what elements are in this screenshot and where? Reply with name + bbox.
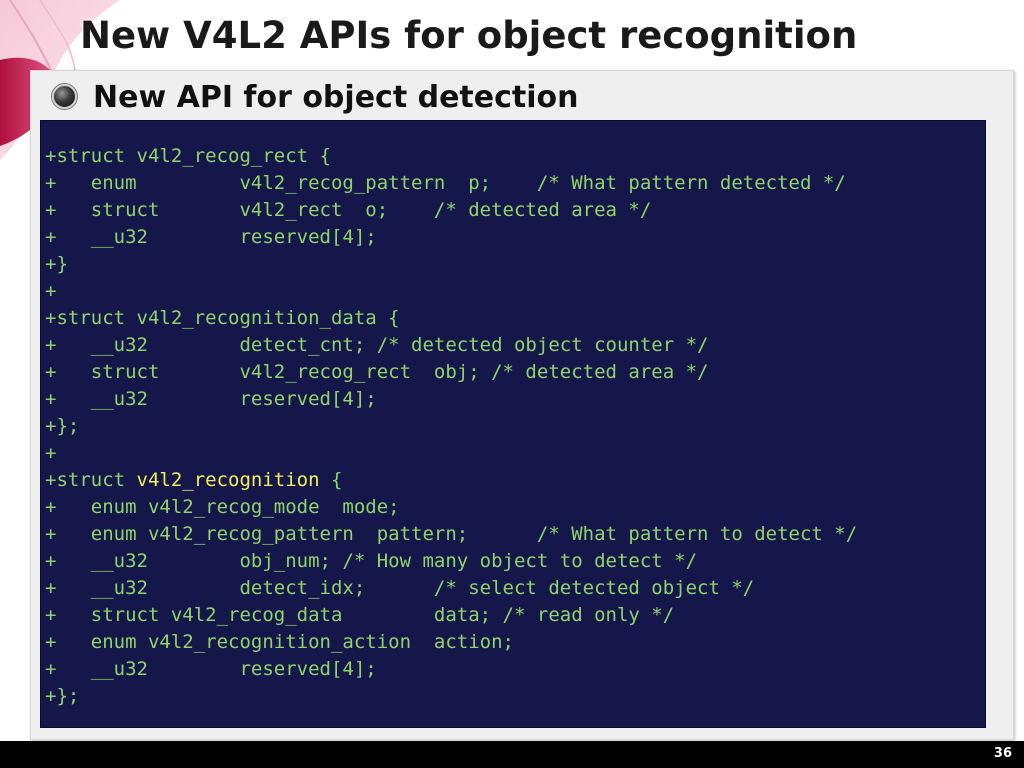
code-line: + __u32 reserved[4]; (45, 226, 377, 248)
code-line: + enum v4l2_recog_pattern p; /* What pat… (45, 172, 846, 194)
code-line: + (45, 442, 57, 464)
highlighted-struct-name: v4l2_recognition (136, 469, 320, 491)
code-line: +}; (45, 415, 80, 437)
bullet-icon (52, 84, 77, 109)
footer-bar: 36 (0, 741, 1024, 768)
code-line: + struct v4l2_recog_data data; /* read o… (45, 604, 675, 626)
code-line: +struct v4l2_recognition_data { (45, 307, 400, 329)
code-block: +struct v4l2_recog_rect { + enum v4l2_re… (40, 120, 986, 728)
code-line-highlighted: +struct v4l2_recognition { (45, 467, 985, 494)
code-segment: +struct (45, 469, 137, 491)
code-line: +} (45, 253, 68, 275)
slide-title: New V4L2 APIs for object recognition (80, 14, 858, 57)
code-line: + enum v4l2_recognition_action action; (45, 631, 514, 653)
code-line: + struct v4l2_recog_rect obj; /* detecte… (45, 361, 709, 383)
code-line: + __u32 reserved[4]; (45, 388, 377, 410)
code-line: + __u32 detect_idx; /* select detected o… (45, 577, 755, 599)
slide-subtitle: New API for object detection (93, 80, 579, 115)
code-line: + __u32 reserved[4]; (45, 658, 377, 680)
code-line: +}; (45, 685, 80, 707)
code-line: + (45, 280, 57, 302)
code-line: + enum v4l2_recog_mode mode; (45, 496, 400, 518)
page-number: 36 (993, 746, 1012, 761)
code-line: + struct v4l2_rect o; /* detected area *… (45, 199, 652, 221)
code-line: + enum v4l2_recog_pattern pattern; /* Wh… (45, 523, 858, 545)
code-line: +struct v4l2_recog_rect { (45, 145, 331, 167)
code-line: + __u32 obj_num; /* How many object to d… (45, 550, 698, 572)
code-segment: { (319, 469, 343, 491)
code-line: + __u32 detect_cnt; /* detected object c… (45, 334, 709, 356)
